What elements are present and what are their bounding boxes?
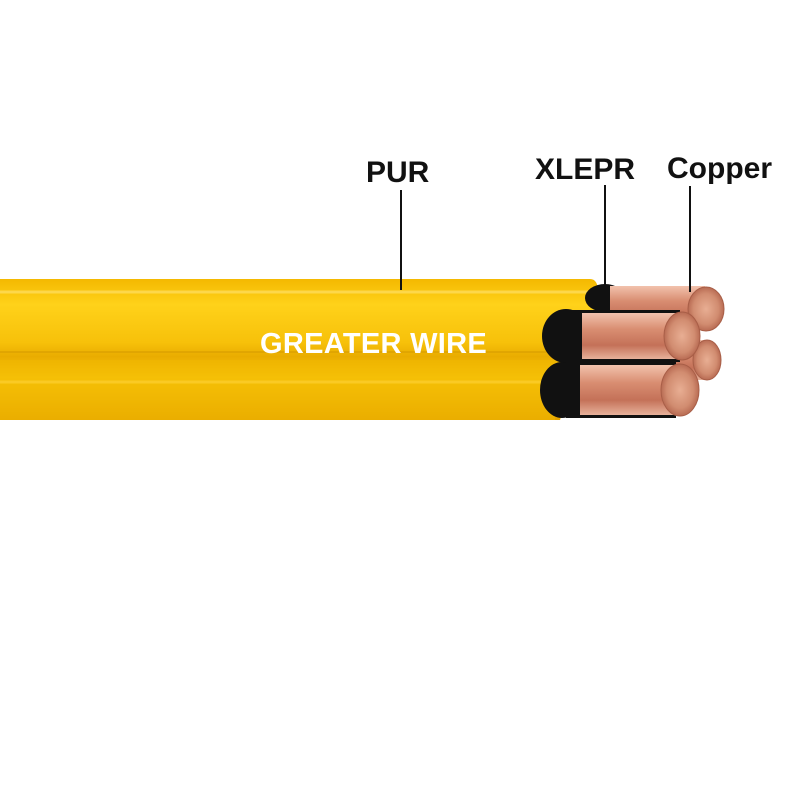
pur-jacket bbox=[0, 279, 599, 420]
xlepr-label: XLEPR bbox=[535, 153, 636, 186]
cable-brand-print: GREATER WIRE bbox=[260, 328, 488, 360]
copper-label: Copper bbox=[667, 152, 772, 185]
conductor-front-lower bbox=[540, 362, 700, 418]
pur-label: PUR bbox=[366, 156, 430, 189]
conductor-front-upper bbox=[542, 309, 701, 363]
